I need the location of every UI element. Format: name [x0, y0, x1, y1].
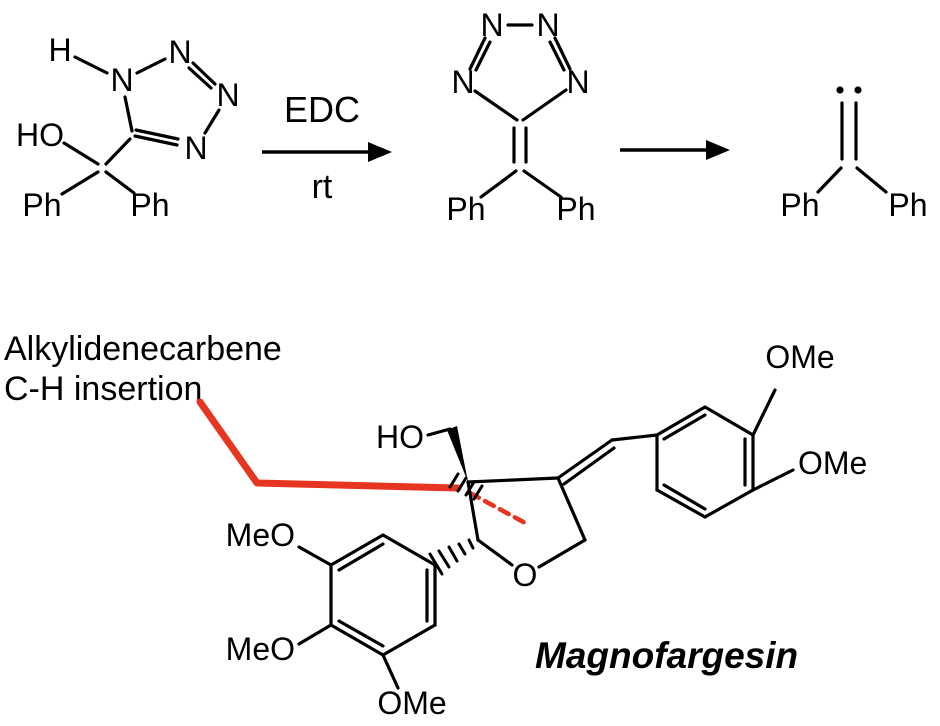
atom-label-ho: HO — [16, 117, 64, 153]
carbene-lone-pair-dot — [854, 86, 862, 94]
atom-label-ph: Ph — [22, 187, 61, 223]
atom-label-ph: Ph — [446, 191, 485, 227]
atom-label-ome: OMe — [377, 685, 446, 721]
annotation-dashed-line — [467, 490, 530, 527]
annotation-label: Alkylidenecarbene C-H insertion — [4, 330, 530, 527]
reagent-label: EDC — [284, 89, 360, 130]
hashed-wedge-aryl — [428, 538, 475, 576]
atom-label-n2: N — [168, 34, 191, 70]
dimethoxyphenyl-ring: OMe OMe — [655, 339, 867, 519]
atom-label-meo: MeO — [226, 631, 295, 667]
reaction-arrow-2 — [620, 140, 730, 160]
atom-label-ho: HO — [376, 419, 424, 455]
arrow-head-icon — [368, 142, 392, 162]
atom-label-ph: Ph — [556, 191, 595, 227]
atom-label-ph: Ph — [888, 187, 927, 223]
arrow-head-icon — [706, 140, 730, 160]
atom-label-n: N — [536, 7, 559, 43]
atom-label-n: N — [480, 7, 503, 43]
atom-label-n3: N — [216, 77, 239, 113]
annotation-pointer-line — [196, 398, 462, 492]
diphenylmethylene-tetrazole-structure: N N N N Ph Ph — [446, 7, 595, 227]
trimethoxyphenyl-ring: MeO MeO OMe — [226, 517, 447, 721]
atom-label-n4: N — [184, 130, 207, 166]
carbene-lone-pair-dot — [836, 86, 844, 94]
atom-label-ph: Ph — [130, 187, 169, 223]
atom-label-n: N — [451, 64, 474, 100]
tetrazole-carbinol-structure: H N N N N HO Ph Ph — [16, 32, 240, 223]
annotation-line2: C-H insertion — [4, 370, 202, 408]
atom-label-h: H — [48, 32, 71, 68]
atom-label-o: O — [513, 557, 538, 593]
atom-label-meo: MeO — [226, 517, 295, 553]
annotation-line1: Alkylidenecarbene — [4, 330, 282, 368]
atom-label-n: N — [566, 64, 589, 100]
alkylidenecarbene-structure: Ph Ph — [780, 86, 928, 223]
atom-label-ome: OMe — [765, 339, 834, 375]
magnofargesin-structure: O HO — [226, 339, 868, 721]
atom-label-n1: N — [110, 62, 133, 98]
product-name: Magnofargesin — [535, 635, 798, 676]
condition-label: rt — [312, 168, 333, 206]
hashed-wedge-h — [448, 472, 484, 501]
bold-wedge-bond — [447, 426, 468, 482]
atom-label-ome: OMe — [798, 445, 867, 481]
reaction-arrow-1: EDC rt — [262, 89, 392, 206]
atom-label-ph: Ph — [780, 187, 819, 223]
